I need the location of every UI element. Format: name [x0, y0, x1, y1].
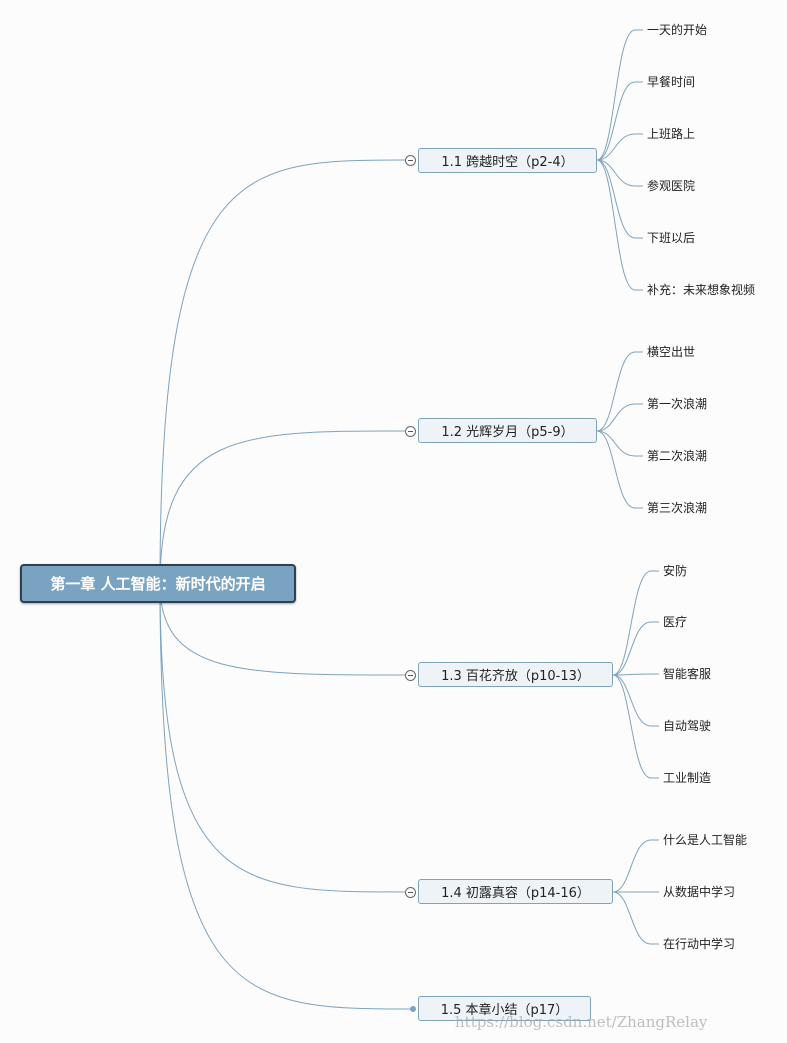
branch-topic-5[interactable]: 1.5 本章小结（p17）: [418, 996, 591, 1021]
leaf-topic[interactable]: 横空出世: [647, 345, 696, 359]
leaf-topic[interactable]: 什么是人工智能: [663, 833, 748, 847]
root-connector-5: [159, 583, 414, 1010]
watermark-url: https://blog.csdn.net/ZhangRelay: [455, 1013, 708, 1031]
leaf-connector-3-4: [612, 674, 659, 727]
leaf-topic[interactable]: 智能客服: [663, 667, 712, 681]
collapse-icon-4[interactable]: [405, 887, 416, 898]
leaf-topic[interactable]: 医疗: [663, 615, 688, 629]
leaf-topic[interactable]: 下班以后: [647, 231, 696, 245]
leaf-connector-4-1: [612, 839, 659, 893]
leaf-topic[interactable]: 第一次浪潮: [647, 397, 708, 411]
leaf-topic[interactable]: 安防: [663, 564, 688, 578]
leaf-topic[interactable]: 一天的开始: [647, 23, 708, 37]
root-connector-1: [159, 159, 406, 585]
leaf-connector-4-3: [612, 891, 659, 945]
leaf-connector-3-3: [612, 673, 659, 676]
leaf-connector-3-1: [612, 570, 659, 676]
root-connector-3: [159, 583, 406, 676]
leaf-connector-3-5: [612, 674, 659, 779]
leaf-connector-2-3: [596, 430, 643, 457]
leaf-topic[interactable]: 补充：未来想象视频: [647, 283, 756, 297]
leaf-connector-1-3: [596, 133, 643, 161]
leaf-topic[interactable]: 工业制造: [663, 771, 712, 785]
branch-topic-3[interactable]: 1.3 百花齐放（p10-13）: [418, 662, 613, 687]
root-connector-2: [159, 430, 406, 585]
root-topic[interactable]: 第一章 人工智能：新时代的开启: [20, 564, 296, 603]
leaf-topic[interactable]: 第三次浪潮: [647, 501, 708, 515]
leaf-connector-2-2: [596, 403, 643, 432]
branch-end-dot: [410, 1006, 416, 1012]
leaf-connector-1-2: [596, 81, 643, 161]
branch-topic-1[interactable]: 1.1 跨越时空（p2-4）: [418, 148, 597, 173]
leaf-topic[interactable]: 参观医院: [647, 179, 696, 193]
leaf-connector-3-2: [612, 621, 659, 676]
leaf-topic[interactable]: 第二次浪潮: [647, 449, 708, 463]
branch-topic-2[interactable]: 1.2 光辉岁月（p5-9）: [418, 418, 597, 443]
collapse-icon-1[interactable]: [405, 155, 416, 166]
leaf-topic[interactable]: 从数据中学习: [663, 885, 736, 899]
leaf-connector-2-4: [596, 430, 643, 509]
collapse-icon-2[interactable]: [405, 426, 416, 437]
leaf-connector-1-6: [596, 159, 643, 291]
collapse-icon-3[interactable]: [405, 670, 416, 681]
leaf-topic[interactable]: 在行动中学习: [663, 937, 736, 951]
leaf-connector-1-1: [596, 29, 643, 161]
leaf-connector-2-1: [596, 351, 643, 432]
leaf-topic[interactable]: 早餐时间: [647, 75, 696, 89]
leaf-connector-1-4: [596, 159, 643, 187]
branch-topic-4[interactable]: 1.4 初露真容（p14-16）: [418, 879, 613, 904]
root-connector-4: [159, 583, 406, 893]
leaf-topic[interactable]: 上班路上: [647, 127, 696, 141]
leaf-connector-1-5: [596, 159, 643, 239]
leaf-topic[interactable]: 自动驾驶: [663, 719, 712, 733]
